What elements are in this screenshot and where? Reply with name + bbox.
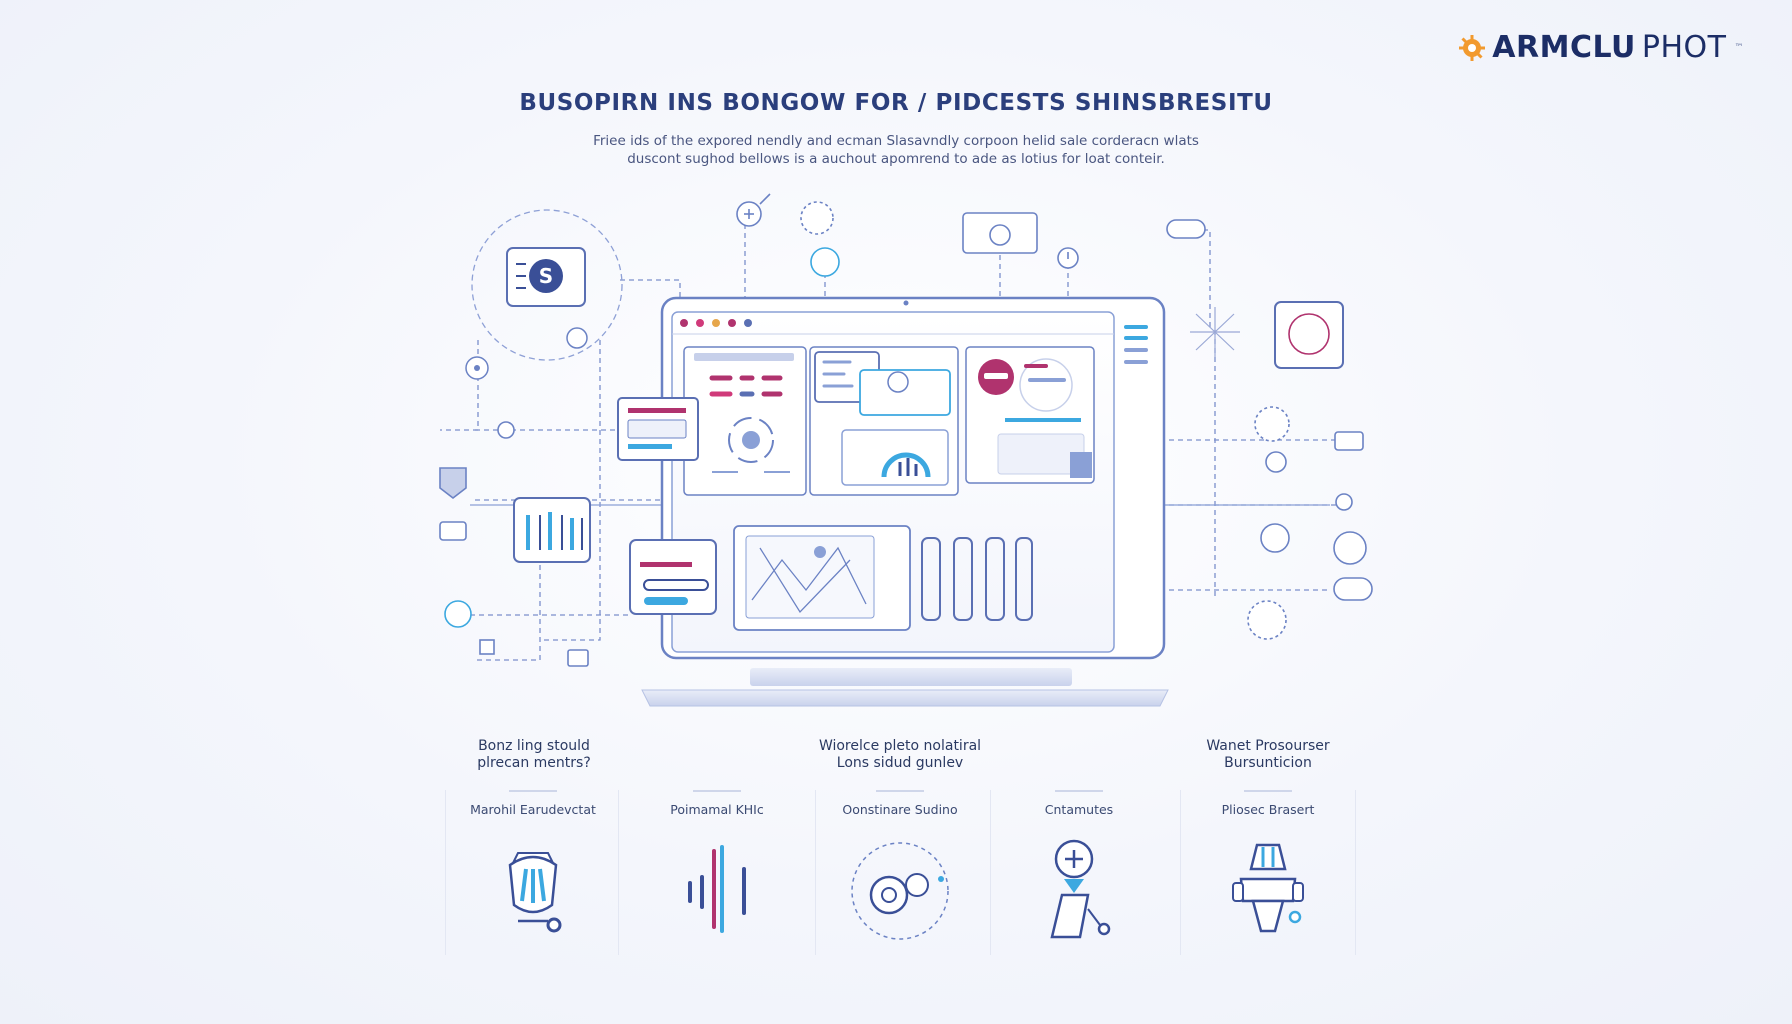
gear-cluster-icon [851, 842, 949, 940]
subtitle-line-2: duscont sughod bellows is a auchout apom… [627, 151, 1165, 167]
feature-heading-3: Wanet Prosourser Bursunticion [1206, 738, 1330, 771]
feature-heading-1: Bonz ling stould plrecan mentrs? [477, 738, 591, 771]
column-rule [876, 790, 924, 792]
right-side-icons [1190, 301, 1373, 640]
feature-column-4[interactable]: Cntamutes [994, 790, 1164, 950]
svg-text:S: S [539, 264, 553, 288]
column-divider [445, 790, 446, 955]
feature-column-2[interactable]: Poimamal KHIc [632, 790, 802, 950]
page-title: BUSOPIRN INS BONGOW FOR / PIDCESTS SHINS… [519, 90, 1273, 116]
s-card-orbit: S [465, 209, 623, 380]
column-label: Cntamutes [1044, 802, 1114, 817]
top-icons [736, 193, 1206, 277]
window-dots [680, 319, 752, 327]
trademark: ™ [1734, 42, 1744, 53]
sun-gear-logo-icon [1459, 34, 1486, 61]
feature-column-1[interactable]: Marohil Earudevctat [448, 790, 618, 950]
page-subtitle: Friee ids of the expored nendly and ecma… [0, 132, 1792, 168]
column-rule [509, 790, 557, 792]
column-label: Oonstinare Sudino [842, 802, 958, 817]
column-label: Marohil Earudevctat [470, 802, 596, 817]
sound-bars-icon [688, 845, 746, 933]
feature-column-5[interactable]: Pliosec Brasert [1183, 790, 1353, 950]
column-rule [1055, 790, 1103, 792]
brand-name-bold: ARMCLU [1492, 30, 1636, 65]
cloche-robot-icon [508, 852, 562, 933]
column-rule [693, 790, 741, 792]
plus-device-icon [1050, 839, 1111, 939]
brand-name-light: PHOT [1641, 30, 1727, 65]
robot-bust-icon [1232, 843, 1304, 933]
column-divider [618, 790, 619, 955]
column-divider [815, 790, 816, 955]
column-divider [1180, 790, 1181, 955]
left-side-icons [439, 421, 591, 667]
laptop [617, 296, 1169, 707]
column-rule [1244, 790, 1292, 792]
column-divider [990, 790, 991, 955]
feature-column-3[interactable]: Oonstinare Sudino [815, 790, 985, 950]
subtitle-line-1: Friee ids of the expored nendly and ecma… [593, 133, 1199, 149]
feature-heading-2: Wiorelce pleto nolatiral Lons sidud gunl… [818, 738, 982, 771]
column-label: Poimamal KHIc [670, 802, 764, 817]
column-divider [1355, 790, 1356, 955]
column-label: Pliosec Brasert [1221, 802, 1315, 817]
